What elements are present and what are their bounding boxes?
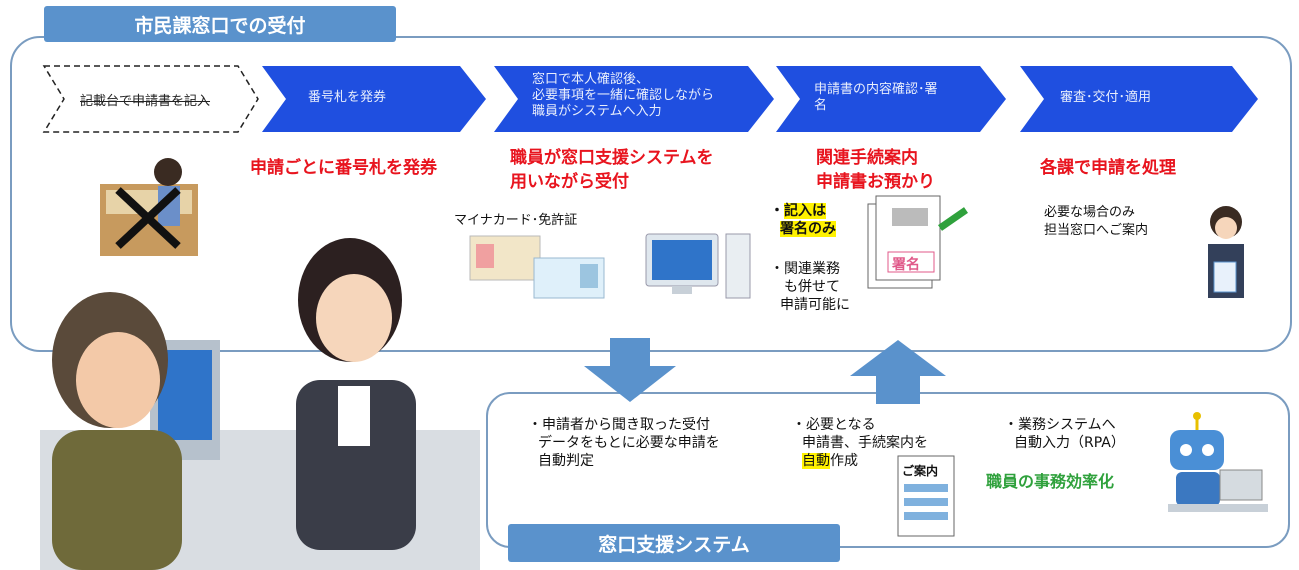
step-ticket-chevron [262, 66, 486, 132]
guide-note: 必要な場合のみ 担当窓口へご案内 [1044, 205, 1149, 238]
step-sign-chevron [776, 66, 1006, 132]
rpa-note: ・業務システムへ 自動入力（RPA） [1004, 417, 1125, 451]
up-arrow [850, 340, 946, 404]
id-card-illustration [469, 235, 605, 299]
staff-highlight: 職員が窓口支援システムを 用いながら受付 [510, 148, 714, 192]
related-highlight: 関連手続案内 申請書お預かり [816, 148, 935, 192]
step-ticket-label: 番号札を発券 [308, 90, 387, 105]
step-review-label: 審査･交付･適用 [1060, 90, 1152, 105]
writing-desk-illustration [100, 158, 198, 256]
step-removed-label: 記載台で申請書を記入 [80, 94, 211, 109]
robot-illustration [1168, 412, 1268, 512]
step-confirm-chevron [494, 66, 774, 132]
down-arrow [584, 338, 676, 402]
sign-stamp-label: 署名 [892, 257, 920, 273]
sign-only-note: ・記入は 署名のみ [770, 203, 836, 237]
support-system-panel [486, 392, 1290, 548]
step-sign-label: 申請書の内容確認･署 名 [814, 82, 938, 113]
step-confirm-label: 窓口で本人確認後、 必要事項を一緒に確認しながら 職員がシステムへ入力 [532, 72, 715, 119]
computer-illustration [645, 233, 751, 299]
ticket-highlight: 申請ごとに番号札を発券 [250, 158, 437, 178]
documents-illustration [867, 195, 968, 289]
dept-highlight: 各課で申請を処理 [1040, 158, 1176, 178]
efficiency-label: 職員の事務効率化 [986, 472, 1115, 491]
step-removed-chevron [42, 65, 259, 133]
support-system-title: 窓口支援システム [508, 524, 840, 562]
related-business-note: ・関連業務 も併せて 申請可能に [770, 261, 850, 313]
guide-document-illustration [897, 455, 955, 537]
guide-document-label: ご案内 [902, 464, 939, 478]
auto-judge-note: ・申請者から聞き取った受付 データをもとに必要な申請を 自動判定 [528, 417, 720, 469]
guide-staff-illustration [1208, 206, 1244, 298]
auto-create-note: ・必要となる 申請書、手続案内を 自動作成 [792, 417, 928, 469]
step-review-chevron [1020, 66, 1258, 132]
reception-title: 市民課窓口での受付 [44, 6, 396, 42]
counter-scene-illustration [40, 238, 480, 570]
id-card-label: マイナカード･免許証 [454, 213, 578, 228]
